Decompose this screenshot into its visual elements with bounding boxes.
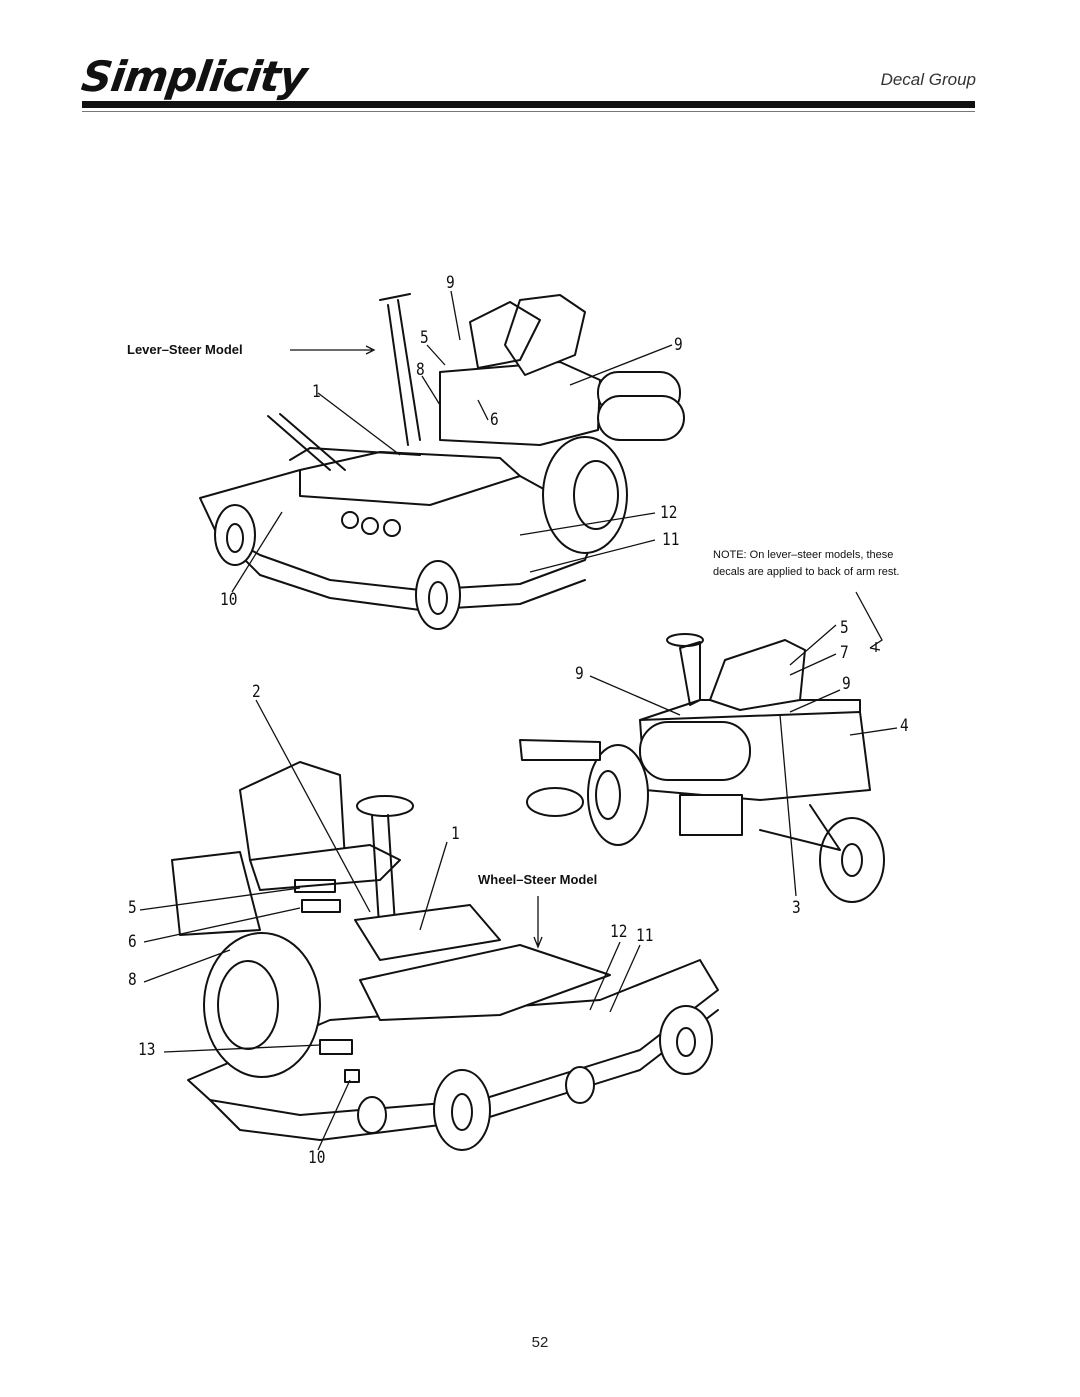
callout-9: 9 <box>446 273 455 293</box>
lever-steer-mower <box>199 293 685 630</box>
lever-steer-caption: Lever–Steer Model <box>127 342 243 357</box>
wheel-callout-13: 13 <box>138 1040 156 1060</box>
callout-6: 6 <box>490 410 499 430</box>
wheel-callout-2: 2 <box>252 682 261 702</box>
lever-steer-note: NOTE: On lever–steer models, these decal… <box>713 549 900 578</box>
callout-10: 10 <box>220 590 238 610</box>
rear-callout-5: 5 <box>840 618 849 638</box>
section-title: Decal Group <box>880 70 976 89</box>
callout-leaders <box>139 290 898 1151</box>
page-number: 52 <box>531 1334 549 1351</box>
rear-callout-9-right: 9 <box>842 674 851 694</box>
rear-callout-7: 7 <box>840 643 849 663</box>
callout-5: 5 <box>420 328 429 348</box>
wheel-steer-caption: Wheel–Steer Model <box>478 872 598 887</box>
callout-9-right: 9 <box>674 335 683 355</box>
callout-12: 12 <box>660 503 678 523</box>
wheel-callout-5: 5 <box>128 898 137 918</box>
callout-8: 8 <box>416 360 425 380</box>
wheel-callout-12: 12 <box>610 922 628 942</box>
rear-callout-4: 4 <box>900 716 909 736</box>
header-rule-thin <box>82 111 975 112</box>
wheel-callout-1: 1 <box>451 824 460 844</box>
callout-1: 1 <box>312 382 321 402</box>
wheel-callout-11: 11 <box>636 926 654 946</box>
callout-11: 11 <box>662 530 680 550</box>
rear-callout-9-left: 9 <box>575 664 584 684</box>
rear-callout-3: 3 <box>792 898 801 918</box>
wheel-callout-10: 10 <box>308 1148 326 1168</box>
wheel-callout-8: 8 <box>128 970 137 990</box>
rear-view-mower <box>519 633 885 903</box>
header-rule <box>82 101 975 108</box>
wheel-callout-6: 6 <box>128 932 137 952</box>
wheel-steer-mower <box>171 761 719 1151</box>
